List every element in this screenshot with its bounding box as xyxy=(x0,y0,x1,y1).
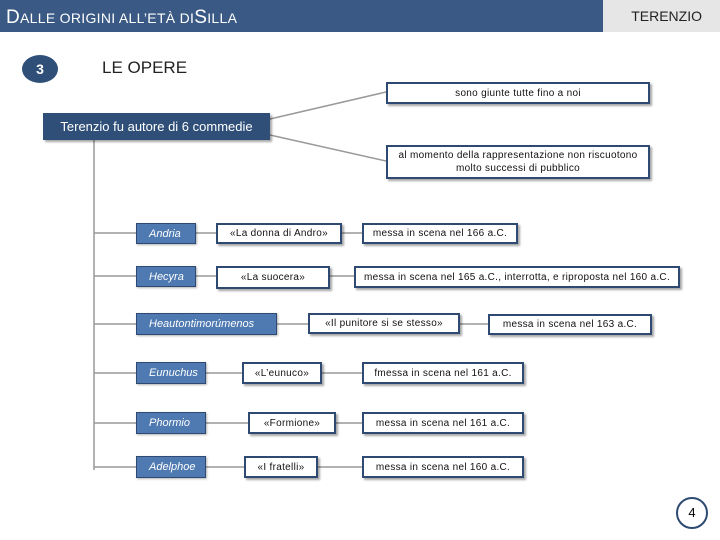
work-title-box: Heautontimorúmenos xyxy=(136,313,277,335)
date-box: messa in scena nel 165 a.C., interrotta,… xyxy=(354,266,680,288)
work-title-box: Hecyra xyxy=(136,266,196,287)
work-title-box: Eunuchus xyxy=(136,362,206,384)
section-title: LE OPERE xyxy=(102,58,188,77)
date-box: messa in scena nel 161 a.C. xyxy=(362,412,524,434)
main-statement-bar: Terenzio fu autore di 6 commedie xyxy=(43,113,270,140)
page-number: 4 xyxy=(676,497,708,529)
translation-text: «La suocera» xyxy=(240,272,306,283)
main-statement-text: Terenzio fu autore di 6 commedie xyxy=(60,119,253,134)
header-title-cap: S xyxy=(194,7,208,28)
work-title: Adelphoe xyxy=(149,461,196,473)
header-tab-label: TERENZIO xyxy=(631,8,702,24)
date-box: fmessa in scena nel 161 a.C. xyxy=(362,362,524,384)
survived-info-text: sono giunte tutte fino a noi xyxy=(455,87,581,99)
translation-box: «Il punitore si se stesso» xyxy=(308,313,460,334)
header-bar: DALLE ORIGINI ALL’ETÀ DISILLA TERENZIO xyxy=(0,0,720,32)
work-title: Eunuchus xyxy=(149,367,198,379)
translation-box: «L’eunuco» xyxy=(242,362,322,384)
reception-info-box: al momento della rappresentazione non ri… xyxy=(386,145,650,179)
date-box: messa in scena nel 163 a.C. xyxy=(488,314,652,335)
translation-box: «La donna di Andro» xyxy=(216,223,342,244)
date-box: messa in scena nel 160 a.C. xyxy=(362,456,524,478)
date-text: messa in scena nel 166 a.C. xyxy=(372,228,508,239)
translation-text: «La donna di Andro» xyxy=(229,228,328,239)
reception-info-line: molto successi di pubblico xyxy=(456,163,580,174)
work-title-box: Andria xyxy=(136,223,196,244)
work-title-box: Phormio xyxy=(136,412,206,434)
date-text: messa in scena nel 160 a.C. xyxy=(375,461,511,473)
work-title: Phormio xyxy=(149,417,190,429)
work-title: Heautontimorúmenos xyxy=(149,318,255,330)
translation-text: «L’eunuco» xyxy=(254,367,310,379)
translation-box: «Formione» xyxy=(248,412,336,434)
header-title-cap: D xyxy=(6,7,21,28)
translation-text: «Formione» xyxy=(263,417,321,429)
date-text: messa in scena nel 165 a.C., interrotta,… xyxy=(363,271,671,283)
reception-info-line: al momento della rappresentazione non ri… xyxy=(398,150,638,161)
date-text: messa in scena nel 161 a.C. xyxy=(375,417,511,429)
header-title-text: ALLE ORIGINI ALL’ETÀ DI xyxy=(20,10,195,26)
date-text: fmessa in scena nel 161 a.C. xyxy=(374,367,512,379)
header-title-text: ILLA xyxy=(207,10,238,26)
connector-line xyxy=(269,134,387,162)
header-title: DALLE ORIGINI ALL’ETÀ DISILLA xyxy=(6,7,237,29)
work-title: Hecyra xyxy=(149,270,184,283)
work-title: Andria xyxy=(149,227,181,240)
date-text: messa in scena nel 163 a.C. xyxy=(502,319,638,330)
connector-line xyxy=(269,91,387,120)
section-number-badge: 3 xyxy=(22,55,58,83)
work-title-box: Adelphoe xyxy=(136,456,206,478)
translation-text: «Il punitore si se stesso» xyxy=(325,318,443,329)
date-box: messa in scena nel 166 a.C. xyxy=(362,223,518,244)
translation-box: «I fratelli» xyxy=(244,456,318,478)
translation-text: «I fratelli» xyxy=(257,461,305,473)
survived-info-box: sono giunte tutte fino a noi xyxy=(386,82,650,104)
header-tab[interactable]: TERENZIO xyxy=(603,0,720,32)
translation-box: «La suocera» xyxy=(216,266,330,289)
